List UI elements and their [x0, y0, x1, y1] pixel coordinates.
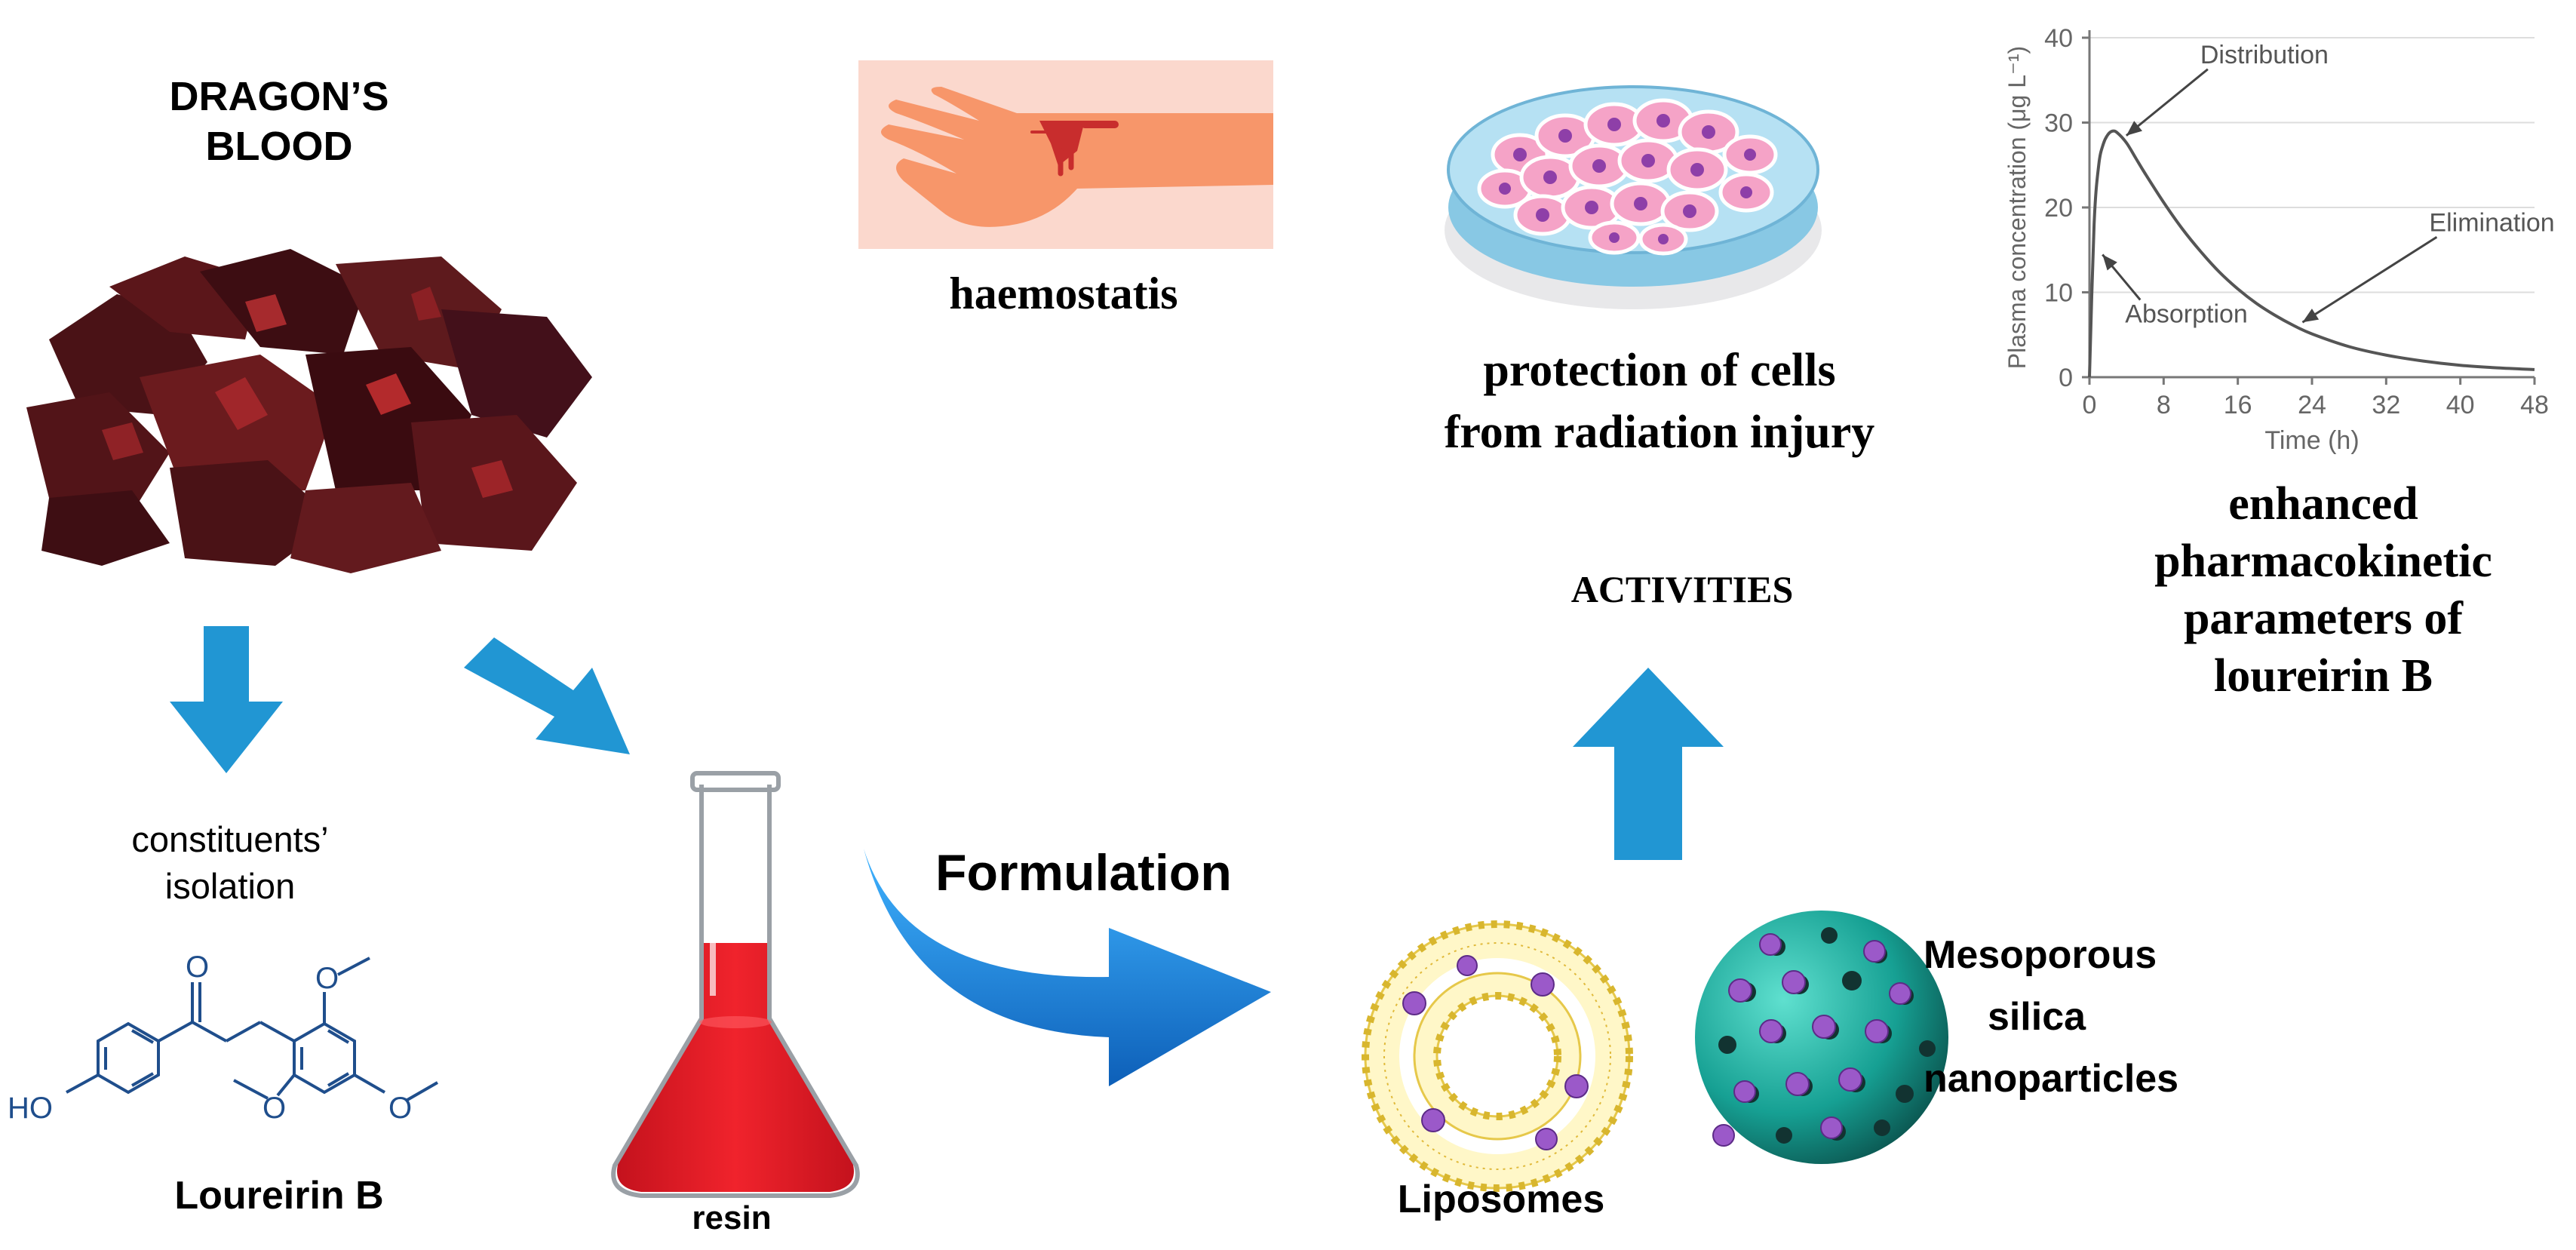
hydroxyl-label: HO	[8, 1092, 53, 1125]
y-tick-label: 40	[2044, 24, 2073, 53]
dragons-blood-resin-image	[26, 249, 592, 573]
silica-nanoparticle	[1695, 911, 1948, 1164]
pk-parameters-line4: loureirin B	[2214, 650, 2433, 702]
annotation-label: Elimination	[2429, 208, 2554, 237]
dragons-blood-title-line1: DRAGON’S	[169, 74, 389, 119]
annotation-label: Distribution	[2200, 41, 2329, 69]
silica-label-line2: silica	[1987, 995, 2086, 1039]
annotation-arrowhead	[2126, 121, 2142, 136]
annotation-arrowhead	[2102, 254, 2117, 271]
liposome-outer-layer	[1362, 920, 1633, 1192]
wound-hand-illustration	[858, 60, 1273, 249]
x-tick-label: 40	[2446, 391, 2475, 419]
x-tick-label: 32	[2372, 391, 2400, 419]
resin-label: resin	[692, 1199, 772, 1236]
pharmacokinetic-chart: 0 10 20 30 40 0 8 16 24 32 40 48 DistributionElimin…	[2003, 24, 2555, 455]
isolation-label-line1: constituents’	[131, 819, 329, 859]
erlenmeyer-flask	[611, 771, 860, 1198]
silica-label-line3: nanoparticles	[1924, 1057, 2179, 1101]
petri-dish-cells	[1445, 85, 1822, 309]
y-axis-label: Plasma concentration (μg L⁻¹)	[2003, 46, 2031, 369]
methoxy-oxygen-left: O	[263, 1092, 286, 1125]
pk-parameters-label: enhanced pharmacokinetic parameters of l…	[2074, 475, 2572, 705]
y-tick-label: 20	[2044, 194, 2073, 223]
loureirin-b-label: Loureirin B	[174, 1174, 384, 1218]
methoxy-oxygen-top: O	[315, 962, 339, 995]
y-tick-label: 0	[2059, 364, 2073, 392]
isolation-label-line2: isolation	[164, 866, 296, 906]
formulation-arrow	[864, 849, 1271, 1086]
carbonyl-oxygen: O	[186, 951, 209, 984]
x-axis-label: Time (h)	[2264, 426, 2359, 455]
annotation-arrowhead	[2302, 309, 2320, 323]
cells-protection-line1: protection of cells	[1483, 345, 1836, 396]
haemostasis-label: haemostatis	[949, 269, 1178, 318]
cells-protection-line2: from radiation injury	[1444, 407, 1875, 458]
x-tick-label: 24	[2298, 391, 2326, 419]
resin-chunks	[26, 249, 592, 573]
loureirin-b-structure: O O O O HO	[8, 951, 438, 1125]
y-tick-label: 30	[2044, 109, 2073, 138]
liposomes-label: Liposomes	[1397, 1178, 1605, 1221]
isolation-label: constituents’ isolation	[91, 816, 370, 910]
liposome	[1362, 920, 1633, 1192]
dragons-blood-title-line2: BLOOD	[205, 124, 353, 169]
formulation-label: Formulation	[935, 844, 1232, 901]
cells-protection-label: protection of cells from radiation injur…	[1373, 339, 1946, 463]
annotation-arrow	[2125, 68, 2209, 137]
silica-label-line1: Mesoporous	[1924, 933, 2157, 977]
up-arrow	[1573, 668, 1724, 860]
pk-parameters-line2: pharmacokinetic	[2154, 536, 2492, 587]
x-tick-label: 8	[2157, 391, 2171, 419]
dragons-blood-title: DRAGON’S BLOOD	[106, 72, 453, 171]
down-arrow	[170, 626, 283, 773]
silica-label: Mesoporous silica nanoparticles	[1924, 924, 2179, 1110]
diagonal-arrow-to-flask	[464, 637, 630, 754]
pk-parameters-line1: enhanced	[2228, 478, 2418, 530]
series-line-plasma-concentration	[2088, 129, 2535, 378]
activities-title: ACTIVITIES	[1570, 568, 1794, 610]
x-tick-label: 16	[2224, 391, 2252, 419]
annotation-label: Absorption	[2125, 300, 2248, 329]
chart-ticks: 0 10 20 30 40 0 8 16 24 32 40 48	[2044, 24, 2549, 419]
x-tick-label: 48	[2520, 391, 2549, 419]
pk-parameters-line3: parameters of	[2183, 593, 2464, 644]
x-tick-label: 0	[2083, 391, 2097, 419]
methoxy-oxygen-right: O	[388, 1092, 412, 1125]
annotation-arrow	[2301, 235, 2438, 324]
y-tick-label: 10	[2044, 279, 2073, 308]
